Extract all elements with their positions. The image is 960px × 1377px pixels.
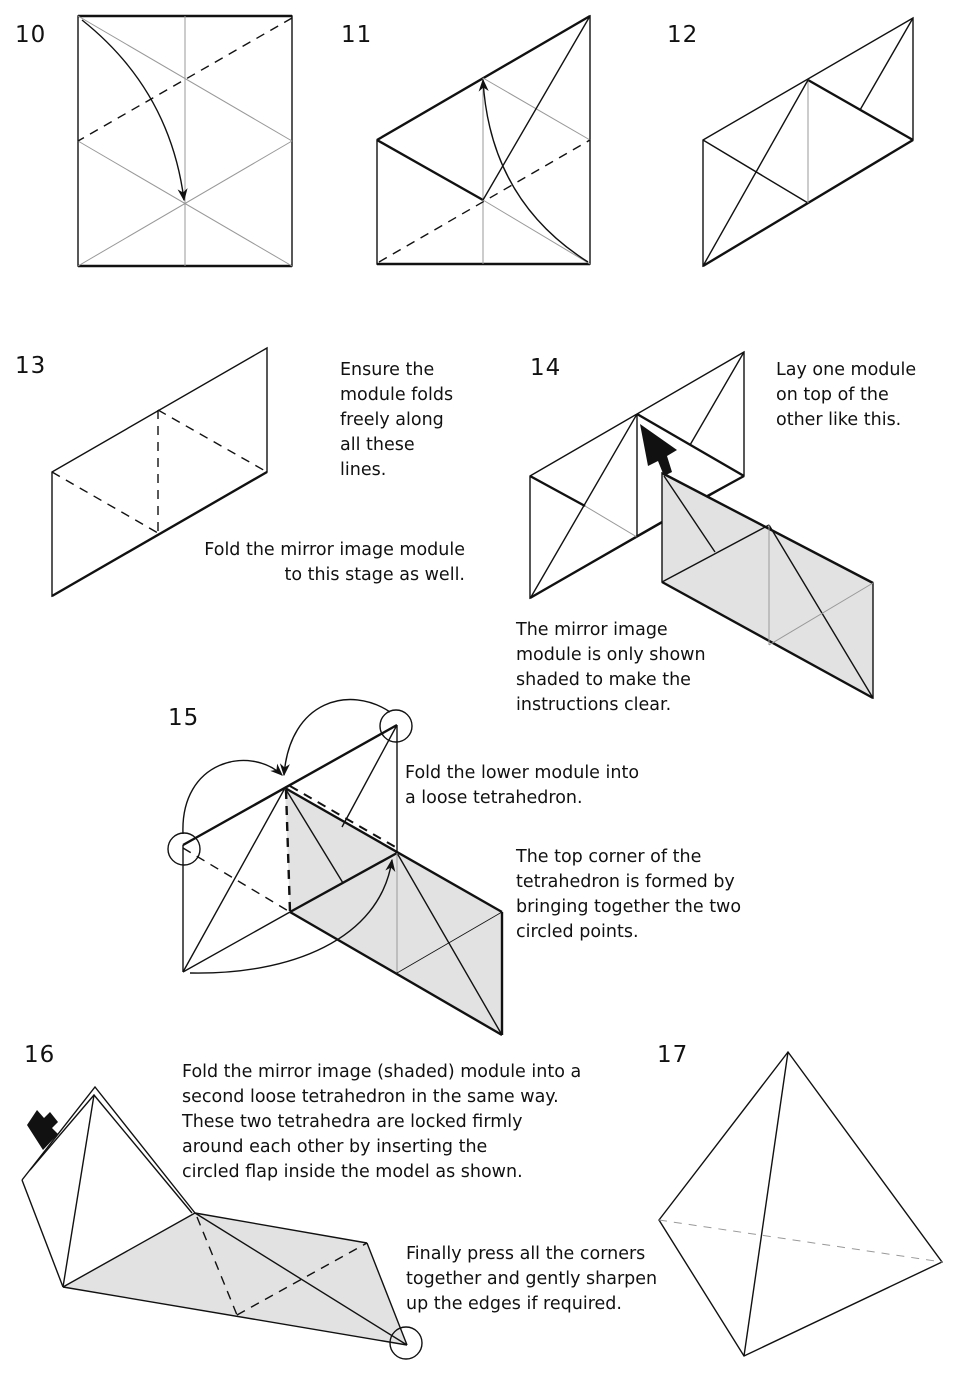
step-10-diagram [77,14,293,268]
step-13-diagram [51,346,268,598]
step-11-diagram [376,14,591,266]
step-16-finish-note: Finally press all the corners together a… [406,1244,658,1314]
insert-arrow-icon [27,1110,58,1150]
step-number: 10 [15,22,47,48]
step-14-instruction: Lay one module on top of the other like … [776,360,917,430]
step-13-mirror-note: Fold the mirror image module to this sta… [204,540,465,585]
step-16-diagram [21,1085,423,1360]
step-number: 16 [24,1042,56,1068]
step-12-diagram [702,16,914,268]
step-17-diagram [658,1050,944,1357]
circled-point-icon [167,832,201,866]
circled-flap-icon [389,1326,423,1360]
fold-arrow-icon [189,858,396,974]
fold-arrow-icon [182,759,283,835]
step-number: 15 [168,705,200,731]
step-number: 11 [341,22,373,48]
step-number: 14 [530,355,562,381]
step-number: 12 [667,22,699,48]
fold-arrow-icon [279,698,391,777]
step-15-diagram [167,698,504,1037]
step-14-diagram [529,350,874,700]
insert-arrow-icon [640,424,677,476]
step-16-instruction: Fold the mirror image (shaded) module in… [182,1062,582,1182]
step-14-shading-note: The mirror image module is only shown sh… [516,620,706,715]
step-15-instruction: Fold the lower module into a loose tetra… [405,763,640,808]
step-15-corner-note: The top corner of the tetrahedron is for… [516,847,742,942]
step-number: 17 [657,1042,689,1068]
step-13-instruction: Ensure the module folds freely along all… [340,360,454,480]
step-number: 13 [15,353,47,379]
circled-point-icon [379,709,413,743]
fold-arrow-icon [81,19,188,202]
fold-arrow-icon [478,78,589,263]
